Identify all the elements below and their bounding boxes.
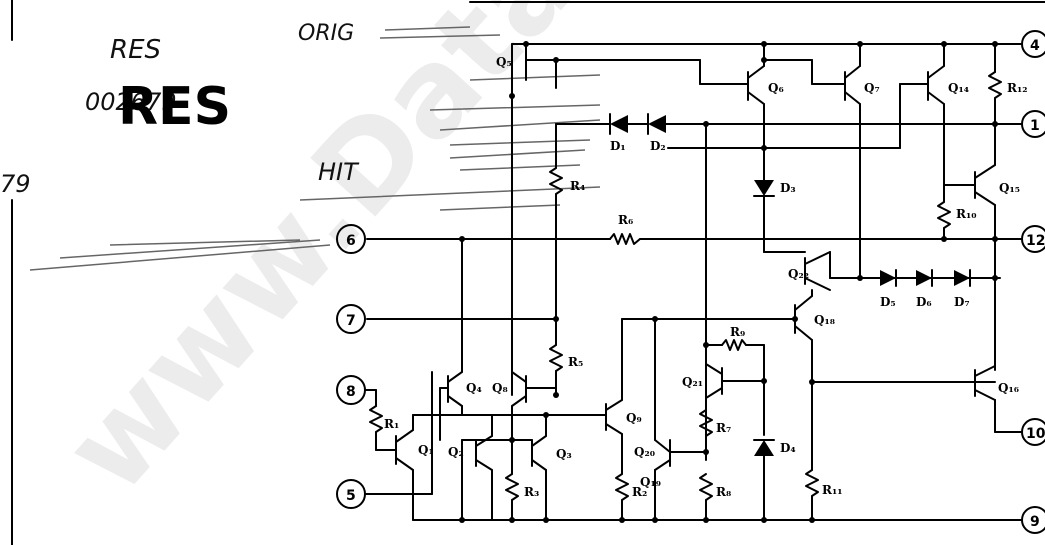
pin-10: 10	[1021, 418, 1045, 446]
resistor-r10: R₁₀	[937, 199, 976, 240]
handwritten-orig-note: ORIG	[298, 21, 354, 46]
diode-d6: D₆	[916, 269, 933, 309]
svg-text:R₈: R₈	[716, 485, 731, 499]
diode-d5: D₅	[880, 269, 897, 309]
pin-12: 12	[1021, 225, 1045, 253]
res-stamp: RES	[118, 77, 231, 137]
svg-text:Q₂₂: Q₂₂	[788, 267, 809, 281]
svg-text:12: 12	[1026, 233, 1045, 249]
diode-d7: D₇	[954, 269, 971, 309]
pin-7: 7	[336, 304, 366, 334]
resistor-r5: R₅	[549, 344, 583, 396]
svg-text:8: 8	[346, 384, 356, 400]
transistor-q15: Q₁₅	[943, 123, 1020, 240]
handwritten-res-note: RES	[110, 35, 161, 65]
transistor-q3: Q₃	[531, 414, 572, 521]
transistor-q6: Q₆	[699, 43, 784, 186]
pin-9: 9	[1021, 506, 1045, 534]
resistor-r3: R₃	[505, 439, 539, 521]
transistor-q8: Q₈	[492, 371, 557, 441]
svg-text:Q₁: Q₁	[418, 443, 434, 457]
svg-text:R₁₂: R₁₂	[1007, 81, 1027, 95]
transistor-q21: Q₂₁	[682, 344, 765, 399]
svg-text:R₁: R₁	[384, 417, 399, 431]
diode-d4: D₄	[753, 439, 796, 521]
handwritten-hit-note: HIT	[318, 158, 360, 186]
svg-text:Q₃: Q₃	[556, 447, 572, 461]
svg-text:Q₄: Q₄	[466, 381, 482, 395]
pin-6: 6	[336, 224, 366, 254]
svg-text:Q₆: Q₆	[768, 81, 784, 95]
resistor-r7: R₇	[699, 409, 731, 437]
svg-text:D₅: D₅	[880, 295, 896, 309]
pin-5: 5	[336, 479, 366, 509]
junction-dots	[459, 41, 998, 523]
svg-text:1: 1	[1030, 118, 1040, 134]
svg-text:Q₈: Q₈	[492, 381, 508, 395]
resistor-r2: R₂	[615, 473, 647, 521]
diode-d2: D₂	[647, 113, 707, 153]
svg-text:D₃: D₃	[780, 181, 796, 195]
transistor-q4: Q₄	[439, 238, 482, 416]
svg-text:R₇: R₇	[716, 421, 731, 435]
svg-text:Q₂: Q₂	[448, 445, 464, 459]
svg-text:D₆: D₆	[916, 295, 932, 309]
svg-text:R₄: R₄	[570, 179, 585, 193]
svg-text:R₁₀: R₁₀	[956, 207, 976, 221]
svg-text:Q₁₈: Q₁₈	[814, 313, 835, 327]
svg-text:Q₂₀: Q₂₀	[634, 445, 655, 459]
resistor-r6: R₆	[609, 213, 641, 245]
handwritten-doc-number: 002679	[85, 88, 177, 116]
svg-text:Q₁₆: Q₁₆	[998, 381, 1019, 395]
svg-text:R₁₁: R₁₁	[822, 483, 842, 497]
svg-text:Q₁₅: Q₁₅	[999, 181, 1020, 195]
svg-text:R₅: R₅	[568, 355, 583, 369]
svg-text:10: 10	[1026, 426, 1045, 442]
transistor-q18: Q₁₈	[794, 289, 835, 471]
svg-text:6: 6	[346, 233, 356, 249]
resistor-r12: R₁₂	[988, 43, 1027, 125]
resistor-r1: R₁	[369, 405, 399, 451]
transistor-q2: Q₂	[448, 414, 533, 521]
svg-text:9: 9	[1030, 514, 1040, 530]
svg-text:R₂: R₂	[632, 485, 647, 499]
svg-text:D₁: D₁	[610, 139, 626, 153]
resistor-r8: R₈	[699, 473, 731, 521]
svg-text:D₄: D₄	[780, 441, 796, 455]
transistor-q9: Q₉	[599, 318, 642, 475]
pin-1: 1	[1021, 110, 1045, 138]
svg-text:4: 4	[1030, 38, 1040, 54]
pin-8: 8	[336, 375, 366, 405]
svg-text:Q₉: Q₉	[626, 411, 642, 425]
svg-text:D₇: D₇	[954, 295, 970, 309]
handwritten-margin-mark: 79	[0, 170, 31, 198]
svg-text:7: 7	[346, 313, 356, 329]
svg-text:Q₇: Q₇	[864, 81, 880, 95]
svg-text:5: 5	[346, 488, 356, 504]
transistor-q22: Q₂₂	[763, 251, 1001, 291]
pin-4: 4	[1021, 30, 1045, 58]
transistor-q5: Q₅	[496, 43, 557, 396]
transistor-q20: Q₂₀	[634, 318, 707, 521]
pen-scribbles	[29, 26, 601, 271]
svg-text:D₂: D₂	[650, 139, 666, 153]
svg-text:Q₂₁: Q₂₁	[682, 375, 703, 389]
svg-text:Q₁₄: Q₁₄	[948, 81, 969, 95]
svg-text:R₃: R₃	[524, 485, 539, 499]
resistor-r9: R₉	[705, 325, 765, 436]
transistor-q7: Q₇	[763, 43, 880, 279]
transistor-q16: Q₁₆	[974, 365, 1023, 433]
diode-d3: D₃	[753, 180, 796, 253]
svg-text:R₆: R₆	[618, 213, 633, 227]
resistor-r4: R₄	[549, 123, 585, 346]
label-q19: Q₁₉	[640, 475, 661, 489]
diode-d1: D₁	[575, 113, 649, 153]
resistor-r11: R₁₁	[805, 469, 842, 521]
transistor-q1: Q₁	[395, 414, 434, 521]
transistor-q14: Q₁₄	[899, 43, 969, 201]
svg-text:R₉: R₉	[730, 325, 745, 339]
svg-text:Q₅: Q₅	[496, 55, 512, 69]
